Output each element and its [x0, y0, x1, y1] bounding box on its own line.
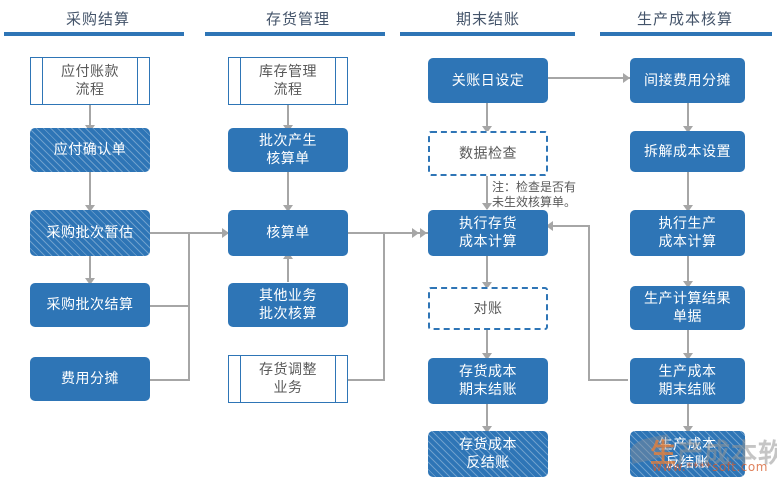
connector-c2n5-bus [348, 379, 385, 381]
node-closing-date-setting[interactable]: 关账日设定 [428, 58, 548, 103]
arrowhead-bus-to-c3n3-inner [420, 228, 427, 238]
node-label: 其他业务 批次核算 [259, 288, 317, 322]
connector-c3n3-c3n4 [486, 256, 488, 287]
connector-c1n3-c1n4 [89, 256, 91, 282]
node-label: 对账 [473, 300, 503, 317]
arrowhead-c3n4-c3n5 [482, 353, 492, 360]
connector-c3n5-c3n6 [486, 404, 488, 430]
node-label: 采购批次暂估 [46, 225, 134, 241]
connector-c4n1-c4n2 [687, 103, 689, 131]
node-label: 拆解成本设置 [644, 143, 731, 160]
node-purchase-batch-estimate[interactable]: 采购批次暂估 [30, 210, 150, 256]
node-label: 批次产生 核算单 [259, 133, 317, 167]
column-title-production-cost-accounting: 生产成本核算 [636, 10, 733, 28]
node-other-business-batch-accounting[interactable]: 其他业务 批次核算 [228, 283, 348, 327]
connector-c3n1-c4n1 [548, 77, 630, 79]
node-label: 生产成本 期末结账 [658, 364, 717, 398]
connector-c4n5-c4n6 [687, 404, 689, 430]
connector-c2n2-c2n3 [287, 172, 289, 210]
node-execute-production-cost-calculation[interactable]: 执行生产 成本计算 [630, 210, 745, 256]
connector-c1n5-bus [150, 379, 190, 381]
arrowhead-c4n1-c4n2 [683, 126, 693, 133]
node-production-cost-period-end-closing[interactable]: 生产成本 期末结账 [630, 358, 745, 404]
connector-c3n1-c3n2 [486, 103, 488, 131]
connector-c4n4-c4n5 [687, 330, 689, 357]
arrowhead-c3n5-c3n6 [482, 426, 492, 433]
column-title-period-end-closing: 期末结账 [455, 10, 520, 28]
arrowhead-c4n3-c4n4 [683, 281, 693, 288]
arrowhead-bus-to-c3n3-outer [412, 228, 419, 238]
column-rule-inventory-management [205, 32, 385, 36]
node-production-calculation-result-document[interactable]: 生产计算结果 单据 [630, 286, 745, 330]
column-title-purchase-settlement: 采购结算 [65, 10, 130, 28]
node-inventory-cost-reverse-closing[interactable]: 存货成本 反结账 [428, 431, 548, 477]
column-rule-production-cost-accounting [600, 32, 772, 36]
connector-c1n2-c1n3 [89, 172, 91, 210]
arrowhead-c4n4-c4n5 [683, 353, 693, 360]
arrowhead-c4n5-c4n6 [683, 426, 693, 433]
node-label: 执行生产 成本计算 [658, 216, 717, 250]
connector-c1n1-c1n2 [89, 105, 91, 128]
node-split-cost-setting[interactable]: 拆解成本设置 [630, 131, 745, 172]
node-label: 间接费用分摊 [644, 72, 731, 89]
arrowhead-c3n2-c3n3 [482, 203, 492, 210]
arrowhead-c4n2-c4n3 [683, 205, 693, 212]
node-batch-generate-accounting-order[interactable]: 批次产生 核算单 [228, 128, 348, 172]
connector-col2-vertical-bus [383, 232, 385, 380]
node-label: 应付确认单 [53, 142, 127, 158]
node-label: 生产成本 反结账 [658, 437, 717, 471]
node-label: 存货成本 反结账 [459, 437, 517, 471]
node-payable-confirmation-order[interactable]: 应付确认单 [30, 128, 150, 172]
node-expense-allocation[interactable]: 费用分摊 [30, 357, 150, 401]
node-label: 存货成本 期末结账 [459, 364, 517, 398]
annotation-data-check-note: 注：检查是否有 未生效核算单。 [492, 180, 577, 209]
column-title-inventory-management: 存货管理 [265, 10, 330, 28]
node-label: 费用分摊 [61, 371, 119, 387]
node-accounting-order[interactable]: 核算单 [228, 210, 348, 256]
node-label: 核算单 [266, 225, 310, 241]
node-label: 关账日设定 [451, 72, 525, 89]
node-label: 数据检查 [459, 145, 517, 162]
node-production-cost-reverse-closing[interactable]: 生产成本 反结账 [630, 431, 745, 477]
node-label: 存货调整 业务 [259, 362, 317, 396]
connector-c4n5-feedback-v [588, 225, 590, 381]
node-label: 执行存货 成本计算 [459, 216, 517, 250]
connector-c4n5-feedback-h1 [588, 379, 628, 381]
node-reconciliation[interactable]: 对账 [428, 287, 548, 330]
arrowhead-c3n3-c3n4 [482, 282, 492, 289]
node-accounts-payable-process[interactable]: 应付账款 流程 [30, 57, 150, 105]
arrowhead-c3n1-c4n1 [623, 73, 630, 83]
arrowhead-c2n2-c2n3 [283, 205, 293, 212]
node-inventory-cost-period-end-closing[interactable]: 存货成本 期末结账 [428, 358, 548, 404]
connector-c2n1-c2n2 [287, 105, 289, 128]
node-label: 采购批次结算 [46, 297, 134, 313]
arrowhead-c3n1-c3n2 [482, 126, 492, 133]
column-rule-period-end-closing [400, 32, 575, 36]
node-label: 库存管理 流程 [259, 64, 317, 98]
connector-bus-to-c3n3 [383, 232, 428, 234]
arrowhead-bus-to-c2n3 [222, 228, 229, 238]
node-purchase-batch-settlement[interactable]: 采购批次结算 [30, 283, 150, 327]
node-indirect-expense-allocation[interactable]: 间接费用分摊 [630, 58, 745, 103]
connector-c3n2-c3n3 [486, 176, 488, 209]
node-label: 生产计算结果 单据 [644, 291, 731, 325]
node-label: 应付账款 流程 [61, 64, 119, 98]
connector-c4n2-c4n3 [687, 172, 689, 210]
connector-c4n5-feedback-h2 [552, 225, 590, 227]
node-data-check[interactable]: 数据检查 [428, 131, 548, 176]
connector-c1n4-bus [150, 305, 190, 307]
connector-bus-to-c2n3 [188, 232, 230, 234]
arrowhead-c1n3-c1n4 [85, 278, 95, 285]
node-inventory-management-process[interactable]: 库存管理 流程 [228, 57, 348, 105]
arrowhead-c1n2-c1n3 [85, 205, 95, 212]
connector-c2n3-bus [348, 232, 400, 234]
column-rule-purchase-settlement [4, 32, 184, 36]
node-execute-inventory-cost-calculation[interactable]: 执行存货 成本计算 [428, 210, 548, 256]
node-inventory-adjustment-business[interactable]: 存货调整 业务 [228, 355, 348, 403]
connector-c3n4-c3n5 [486, 330, 488, 357]
connector-c4n3-c4n4 [687, 256, 689, 286]
connector-c2n4-c2n3 [287, 256, 289, 282]
arrowhead-c4n5-feedback [546, 221, 553, 231]
